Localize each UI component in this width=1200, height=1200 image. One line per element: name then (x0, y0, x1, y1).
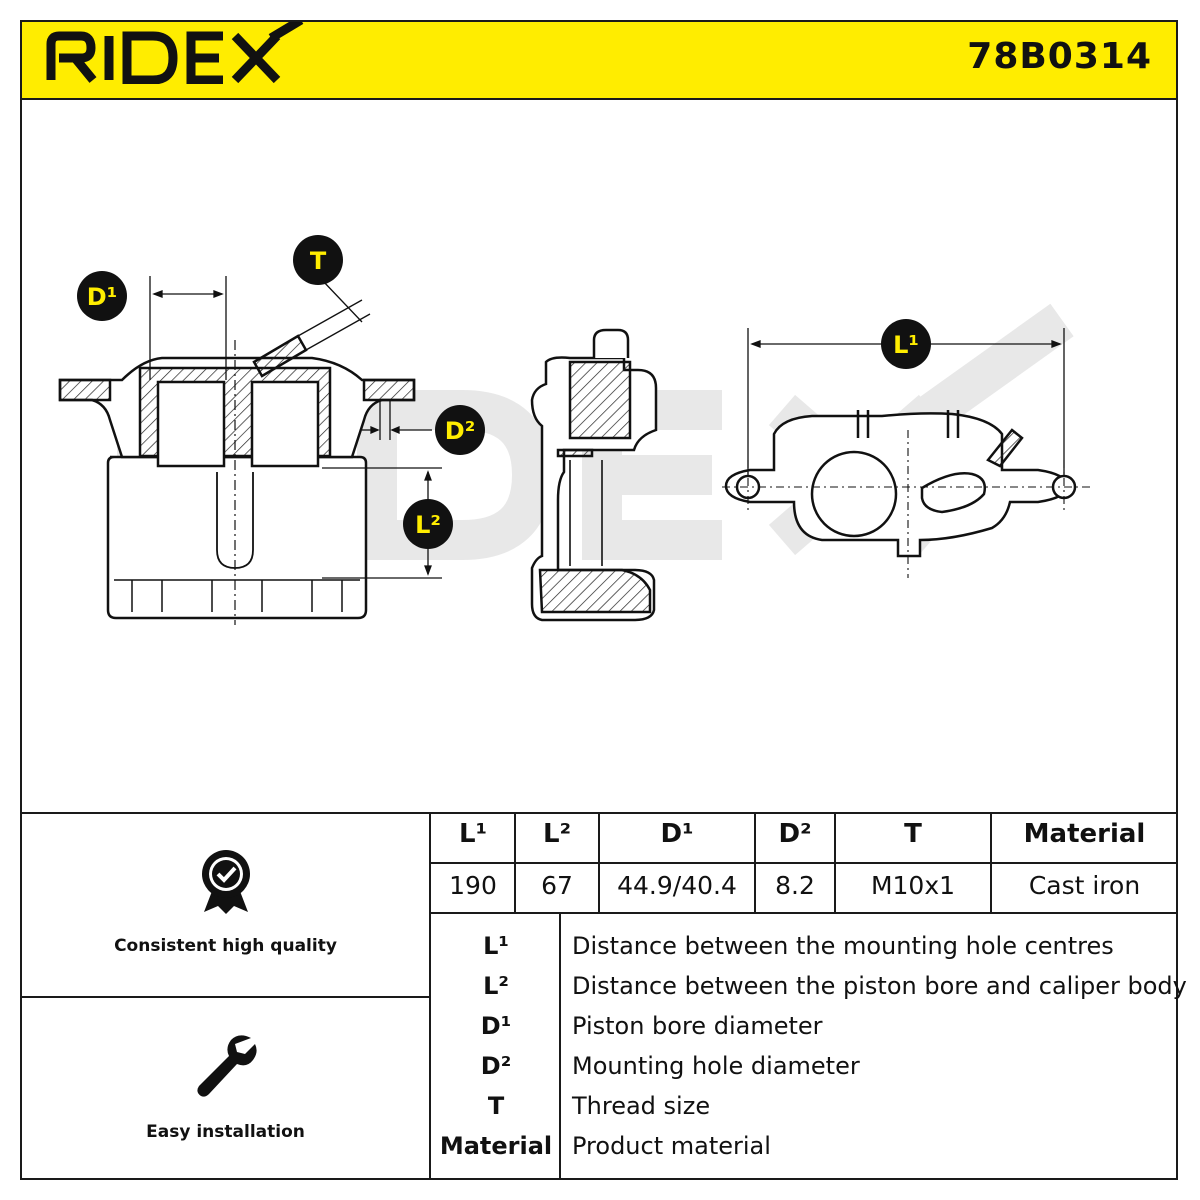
spec-header-material: Material (1023, 819, 1146, 849)
svg-text:L¹: L¹ (893, 331, 919, 359)
svg-text:D¹: D¹ (87, 283, 117, 311)
feature-label-quality: Consistent high quality (114, 936, 337, 956)
spec-table-bottom (430, 912, 1178, 914)
spec-header-d2: D² (778, 819, 812, 849)
spec-header-l1: L¹ (459, 819, 487, 849)
divider-features (20, 996, 430, 998)
caliper-top-view (724, 410, 1077, 558)
spec-value-t: M10x1 (870, 871, 956, 900)
spec-header-l2: L² (543, 819, 571, 849)
callout-t: T (293, 235, 343, 285)
feature-installation: Easy installation (22, 1030, 429, 1142)
svg-text:D²: D² (445, 417, 475, 445)
spec-value-l1: 190 (449, 871, 497, 900)
spec-header-d1: D¹ (660, 819, 694, 849)
svg-text:L²: L² (415, 511, 441, 539)
spec-row-divider (430, 862, 1178, 864)
callout-d1: D¹ (77, 271, 127, 321)
legend-desc: Mounting hole diameter (572, 1052, 860, 1080)
page-frame (20, 20, 1178, 1180)
callout-d2: D² (435, 405, 485, 455)
top-view-centre-lines (722, 430, 1090, 578)
spec-col-divider (598, 813, 600, 913)
legend-key: D² (480, 1052, 512, 1080)
divider-features-specs (429, 812, 431, 1180)
spec-value-material: Cast iron (1028, 871, 1141, 900)
caliper-front-section (58, 334, 416, 620)
caliper-technical-drawing: D¹ T D² L² L¹ (58, 235, 1090, 625)
svg-text:T: T (310, 247, 327, 275)
legend-desc: Product material (572, 1132, 771, 1160)
d2-dimension (362, 400, 432, 440)
spec-col-divider (834, 813, 836, 913)
legend-desc: Thread size (572, 1092, 711, 1120)
spec-value-l2: 67 (541, 871, 573, 900)
legend-desc: Distance between the piston bore and cal… (572, 972, 1187, 1000)
callout-l1: L¹ (881, 319, 931, 369)
legend-key: L² (483, 972, 509, 1000)
spec-header-t: T (904, 819, 922, 849)
wrench-icon (196, 1035, 257, 1097)
quality-badge-icon (201, 850, 250, 914)
legend-divider (559, 913, 561, 1180)
legend-key: L¹ (483, 932, 509, 960)
t-dimension (297, 279, 371, 351)
part-number: 78B0314 (967, 36, 1152, 77)
callout-l2: L² (403, 499, 453, 549)
legend-desc: Distance between the mounting hole centr… (572, 932, 1114, 960)
spec-col-divider (754, 813, 756, 913)
spec-col-divider (990, 813, 992, 913)
feature-quality: Consistent high quality (22, 846, 429, 956)
legend-key: Material (439, 1132, 553, 1160)
spec-value-d1: 44.9/40.4 (617, 871, 737, 900)
spec-value-d2: 8.2 (775, 871, 815, 900)
legend-desc: Piston bore diameter (572, 1012, 823, 1040)
legend-key: D¹ (480, 1012, 512, 1040)
feature-label-installation: Easy installation (146, 1122, 305, 1142)
spec-col-divider (514, 813, 516, 913)
d1-dimension (149, 276, 227, 380)
legend-key: T (487, 1092, 505, 1120)
caliper-side-section (530, 328, 658, 622)
